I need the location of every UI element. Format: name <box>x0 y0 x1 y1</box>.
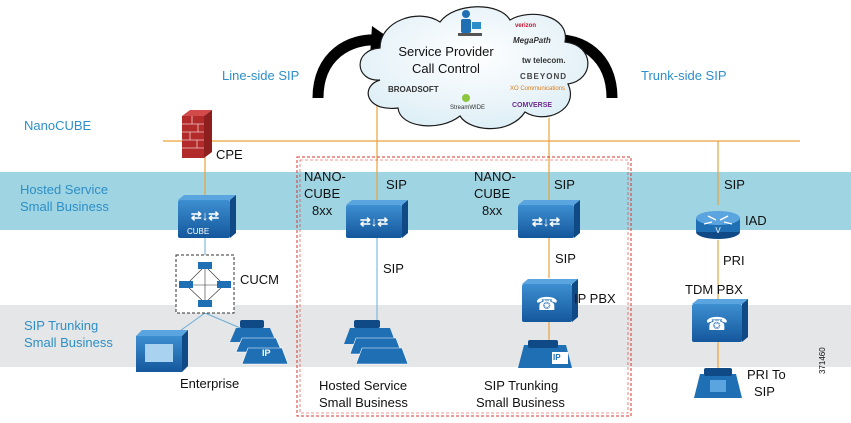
iad-router-icon: V <box>696 211 740 239</box>
service-provider-cloud <box>359 6 589 130</box>
pri-to-sip-label-1: PRI To <box>747 367 786 382</box>
tdm-pbx-icon: ☎ <box>692 299 748 342</box>
pri-label: PRI <box>723 253 745 268</box>
scope-box <box>296 156 632 417</box>
nanocube-1-label-2: CUBE <box>304 186 341 201</box>
cloud-title-2: Call Control <box>412 61 480 76</box>
enterprise-label: Enterprise <box>180 376 240 391</box>
sip-label-3: SIP <box>724 177 745 192</box>
hosted-band-label-2: Small Business <box>20 199 109 214</box>
tw-telecom-logo: tw telecom. <box>522 56 566 65</box>
streamwide-logo <box>462 94 470 102</box>
cube-box-label: CUBE <box>187 227 210 236</box>
tdm-pbx-label: TDM PBX <box>685 282 743 297</box>
enterprise-phones-icon <box>230 320 289 365</box>
sip-label-2b: SIP <box>555 251 576 266</box>
pri-to-sip-label-2: SIP <box>754 384 775 399</box>
xo-logo: XO Communications <box>510 86 566 92</box>
hosted-caption-2: Small Business <box>319 395 408 410</box>
svg-text:⇄↓⇄: ⇄↓⇄ <box>191 208 219 223</box>
hosted-band-label-1: Hosted Service <box>20 182 109 197</box>
comverse-logo: COMVERSE <box>512 102 553 109</box>
nanocube-1-label-1: NANO- <box>304 169 346 184</box>
line-side-arrow <box>312 34 379 99</box>
svg-text:V: V <box>715 226 721 235</box>
nanocube-2-label-2: CUBE <box>474 186 511 201</box>
line-side-sip-label: Line-side SIP <box>222 68 300 83</box>
hosted-phones-icon <box>344 320 409 365</box>
trunking-caption-1: SIP Trunking <box>484 378 559 393</box>
ip-pbx-icon: ☎ <box>522 279 578 322</box>
sip-label-1b: SIP <box>383 261 404 276</box>
firewall-icon <box>182 110 212 158</box>
nanocube-1-icon: ⇄↓⇄ <box>346 200 408 238</box>
iad-label: IAD <box>745 213 767 228</box>
nanocube-1-label-3: 8xx <box>312 203 333 218</box>
nanocube-2-label-3: 8xx <box>482 203 503 218</box>
nanocube-band-label: NanoCUBE <box>24 118 92 133</box>
sip-label-2: SIP <box>554 177 575 192</box>
svg-text:⇄↓⇄: ⇄↓⇄ <box>360 214 388 229</box>
nanocube-2-icon: ⇄↓⇄ <box>518 200 580 238</box>
cucm-cluster-icon <box>175 254 235 314</box>
cpe-label: CPE <box>216 147 243 162</box>
ip-pbx-label: IP PBX <box>574 291 616 306</box>
connection-lines <box>204 98 719 370</box>
hosted-caption-1: Hosted Service <box>319 378 408 393</box>
sip-label-1: SIP <box>386 177 407 192</box>
streamwide-logo-label: StreamWIDE <box>450 105 486 111</box>
svg-text:☎: ☎ <box>536 294 558 315</box>
ip-badge-enterprise: IP <box>262 348 271 358</box>
ip-badge-trunking: IP <box>553 353 561 362</box>
trunk-side-sip-label: Trunk-side SIP <box>641 68 727 83</box>
trunking-band-label-2: Small Business <box>24 335 113 350</box>
cucm-label: CUCM <box>240 272 279 287</box>
svg-text:⇄↓⇄: ⇄↓⇄ <box>532 214 560 229</box>
trunking-band-label-1: SIP Trunking <box>24 318 99 333</box>
operator-icon <box>458 10 482 36</box>
megapath-logo: MegaPath <box>513 36 551 45</box>
cube-router-icon: ⇄↓⇄ <box>178 195 236 238</box>
cloud-title-1: Service Provider <box>398 44 494 59</box>
trunking-caption-2: Small Business <box>476 395 565 410</box>
enterprise-server-icon <box>136 330 188 372</box>
verizon-logo: verizon <box>515 23 537 29</box>
nanocube-2-label-1: NANO- <box>474 169 516 184</box>
svg-text:☎: ☎ <box>706 314 728 335</box>
ip-phone-trunking-icon <box>518 340 572 368</box>
figure-id: 371460 <box>818 347 827 374</box>
broadsoft-logo: BROADSOFT <box>388 85 439 94</box>
analog-phone-icon <box>694 368 742 398</box>
cbeyond-logo: CBEYOND <box>520 72 568 81</box>
